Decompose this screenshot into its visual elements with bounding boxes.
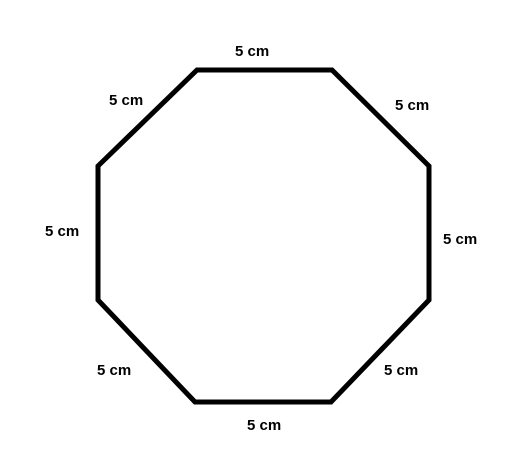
side-label-right: 5 cm [443,231,477,248]
side-label-bottom: 5 cm [247,417,281,434]
side-label-bottom-left: 5 cm [97,362,131,379]
octagon-shape [95,67,432,405]
side-label-top-left: 5 cm [109,92,143,109]
side-label-top-right: 5 cm [395,97,429,114]
side-label-bottom-right: 5 cm [384,362,418,379]
side-label-left: 5 cm [45,223,79,240]
side-label-top: 5 cm [235,43,269,60]
